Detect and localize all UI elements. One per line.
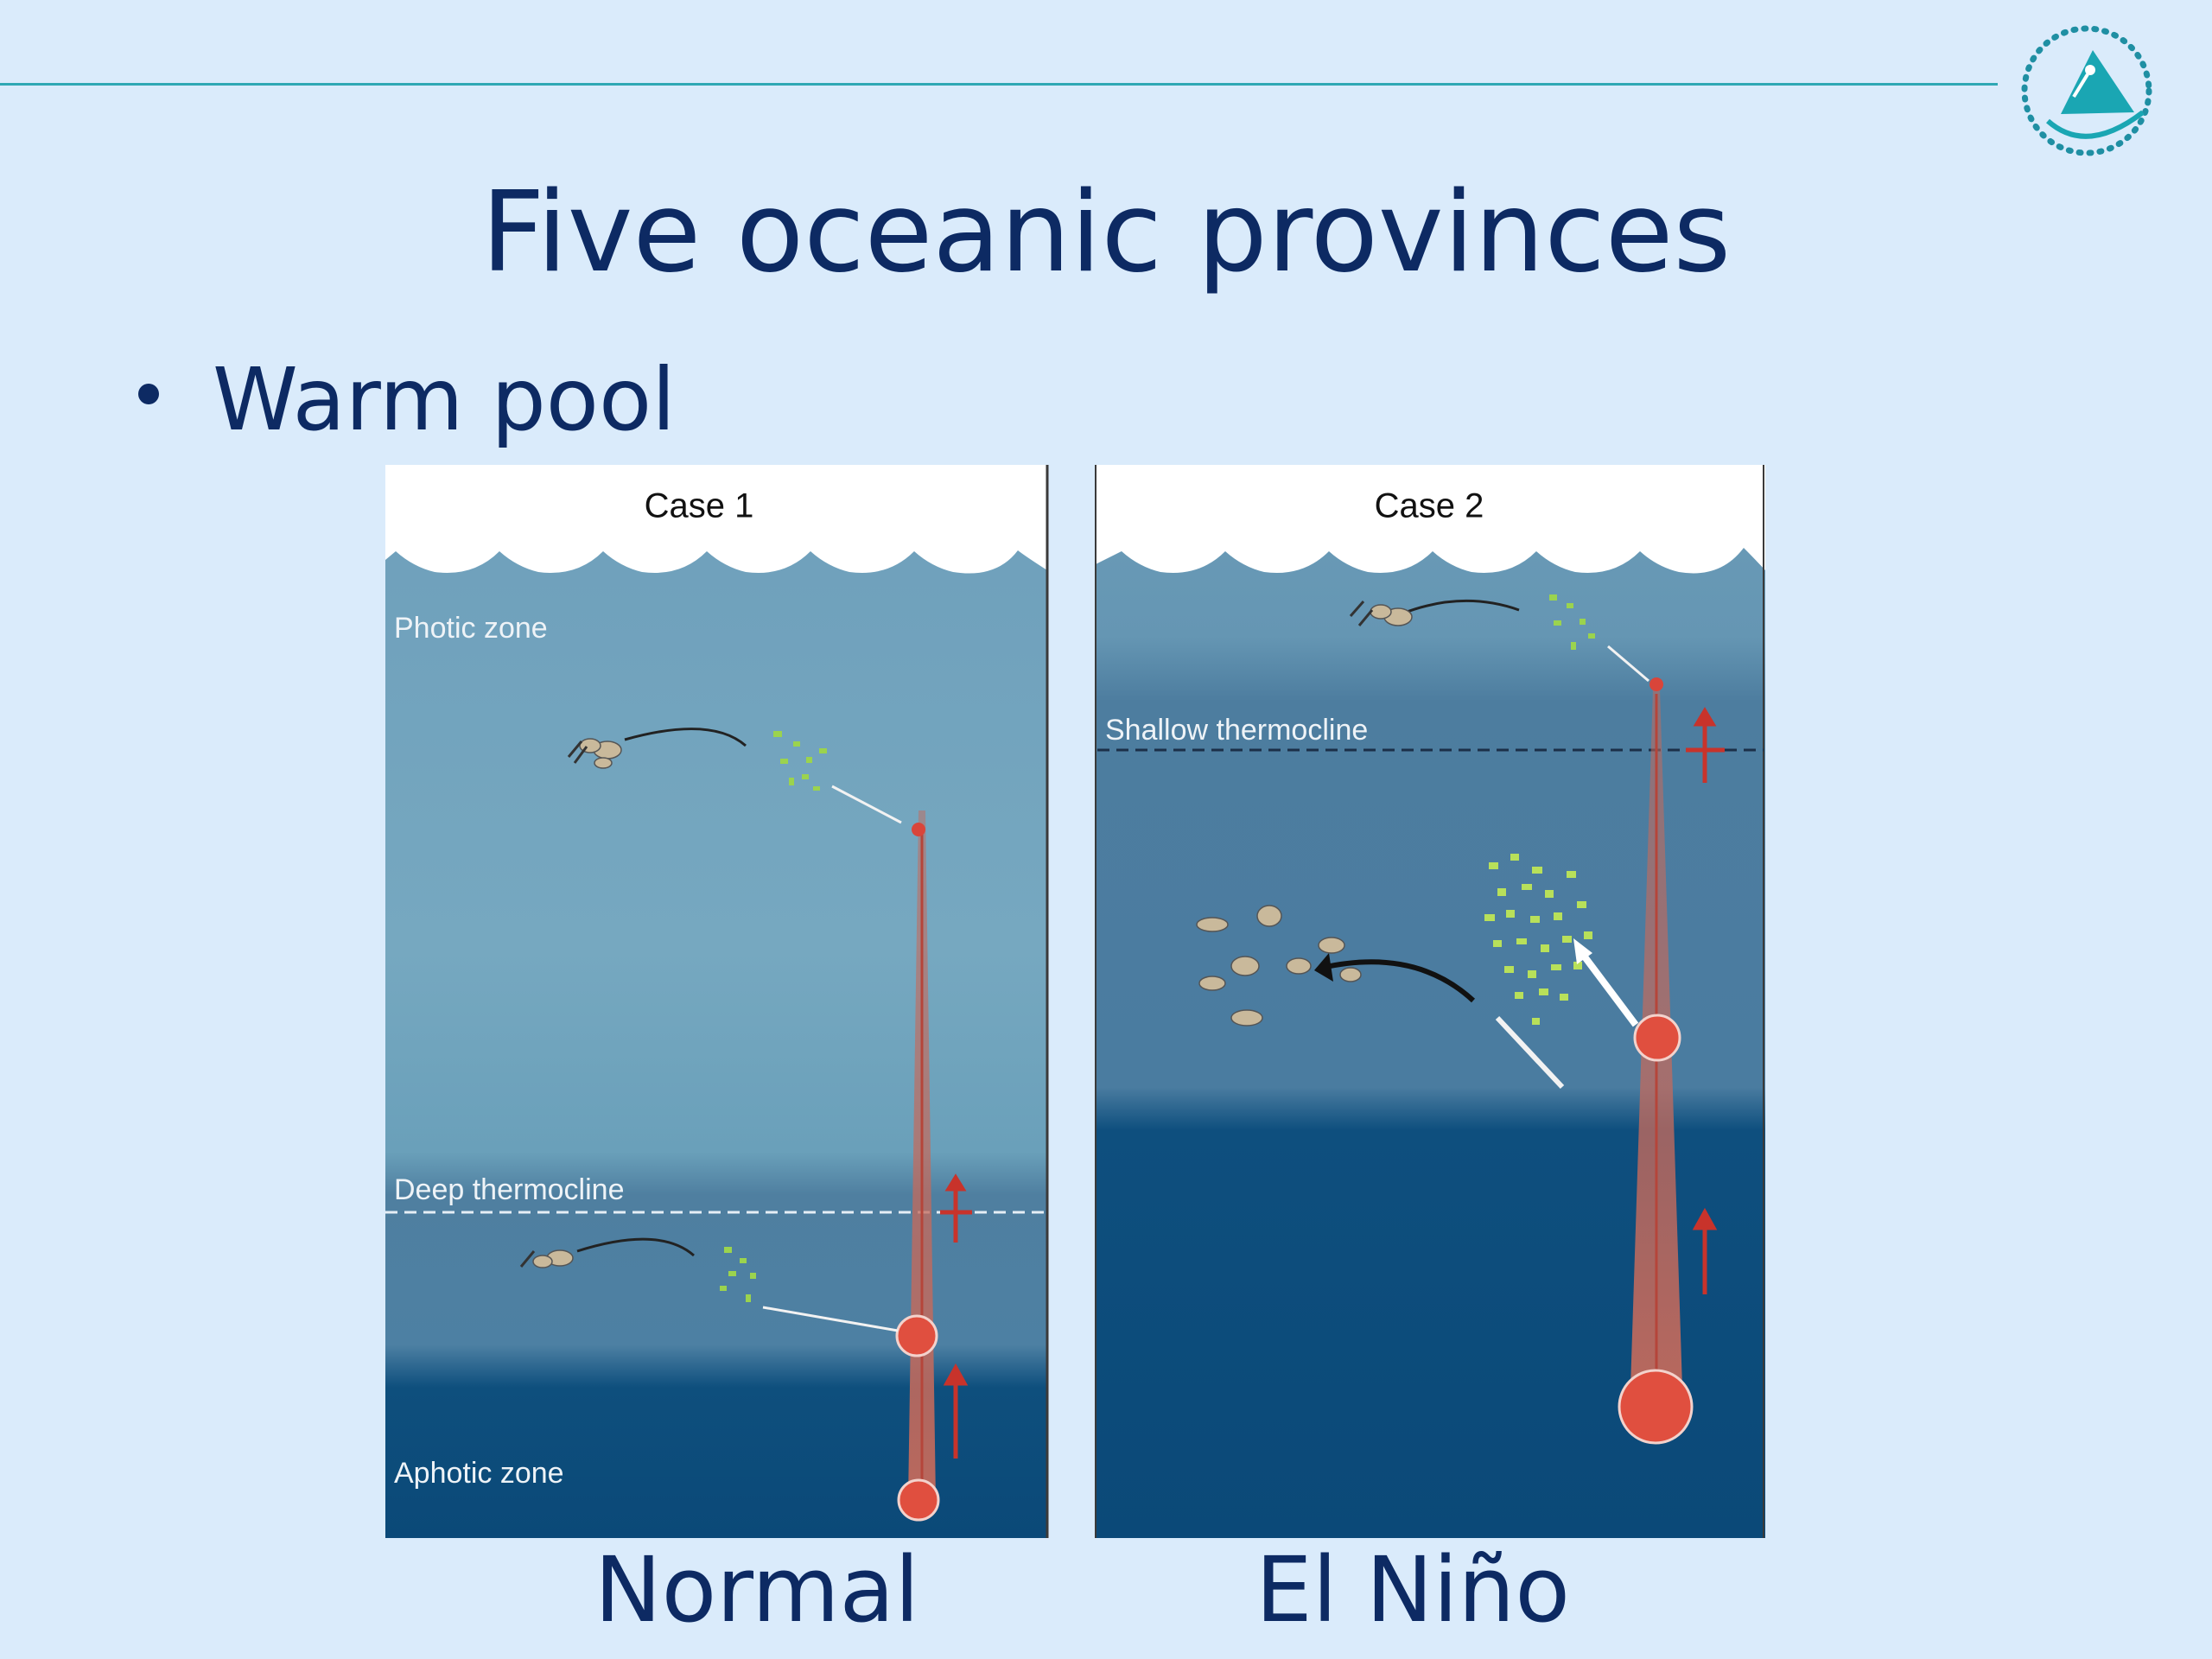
caption-el-nino: El Niño [1255, 1537, 1570, 1643]
case1-header: Case 1 [645, 487, 754, 525]
case2-upper-foodweb [1349, 594, 1649, 683]
caption-normal: Normal [594, 1537, 920, 1643]
photic-zone-label: Photic zone [394, 612, 548, 645]
shallow-thermocline-label: Shallow thermocline [1105, 714, 1368, 747]
case1-panel [385, 465, 1049, 1538]
bullet-dot-icon [138, 383, 159, 404]
case2-panel [1095, 465, 1765, 1538]
case2-header: Case 2 [1375, 487, 1484, 525]
case1-lower-foodweb [519, 1237, 899, 1332]
bullet-text: Warm pool [213, 349, 676, 450]
case2-bloom-foodweb [1196, 854, 1639, 1090]
deep-thermocline-label: Deep thermocline [394, 1173, 624, 1206]
header-divider-line [0, 83, 1998, 86]
case1-upper-foodweb [567, 728, 902, 824]
aphotic-zone-label: Aphotic zone [394, 1457, 564, 1490]
bullet-item: Warm pool [138, 344, 676, 456]
slide-title: Five oceanic provinces [480, 168, 1732, 297]
warm-pool-diagram: Case 1 Case 2 Photic zone Deep thermocli… [385, 465, 1765, 1538]
organization-logo-icon [2021, 25, 2152, 156]
